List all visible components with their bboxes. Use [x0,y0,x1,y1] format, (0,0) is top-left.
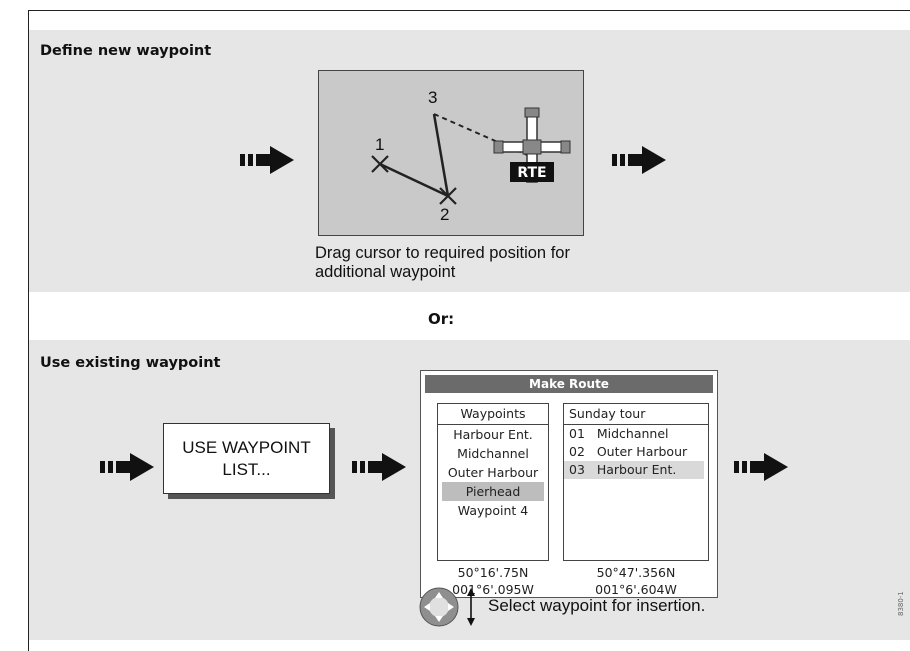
cursor-crosshair-icon: RTE [493,107,571,183]
existing-waypoint-title: Use existing waypoint [40,355,221,371]
waypoint-list-item[interactable]: Outer Harbour [447,465,539,480]
flow-arrow-icon [240,146,294,174]
route-name-header: Sunday tour [564,404,708,425]
waypoint-1-marker [371,155,389,173]
waypoints-list: Waypoints Harbour Ent. Midchannel Outer … [437,403,549,561]
caption-line-1: Drag cursor to required position for [315,244,570,262]
waypoint-list-item-selected[interactable]: Pierhead [442,482,544,501]
flow-arrow-icon [734,453,788,481]
or-separator-label: Or: [428,310,455,328]
select-waypoint-instruction: Select waypoint for insertion. [488,596,706,615]
waypoint-list-item[interactable]: Harbour Ent. [453,427,533,442]
use-waypoint-list-button[interactable]: USE WAYPOINT LIST... [163,423,330,494]
trackpad-icon [419,587,459,627]
caption-line-2: additional waypoint [315,263,456,281]
route-list: Sunday tour 01 Midchannel 02 Outer Harbo… [563,403,709,561]
waypoint-2-label: 2 [440,205,449,224]
waypoint-1-label: 1 [375,135,384,154]
define-waypoint-title: Define new waypoint [40,43,212,59]
waypoints-list-header: Waypoints [438,404,548,425]
cursor-rte-label: RTE [517,165,546,181]
route-position-readout: 50°47'.356N 001°6'.604W [563,564,709,598]
chart-route-drawing: 1 2 3 RTE [371,88,571,224]
trackpad-control [419,587,475,627]
waypoint-list-item[interactable]: Waypoint 4 [457,503,529,518]
route-list-item[interactable]: 02 Outer Harbour [569,444,688,459]
frame-top-border [28,10,910,11]
waypoint-2-marker [439,187,457,205]
waypoint-list-item[interactable]: Midchannel [457,446,529,461]
route-list-item[interactable]: 01 Midchannel [569,426,669,441]
waypoint-3-label: 3 [428,88,437,107]
figure-id: 8380-1 [897,591,905,616]
drag-cursor-caption: Drag cursor to required position for add… [315,244,645,282]
make-route-title: Make Route [425,375,713,393]
frame-left-border [28,10,29,651]
make-route-dialog: Make Route Waypoints Harbour Ent. Midcha… [420,370,718,598]
waypoint-latitude: 50°16'.75N [457,565,529,580]
route-list-item-selected[interactable]: 03 Harbour Ent. [564,461,704,479]
flow-arrow-icon [612,146,666,174]
up-down-arrow-icon [467,588,475,626]
route-leg-line [432,113,450,197]
route-latitude: 50°47'.356N [596,565,676,580]
flow-arrow-icon [100,453,154,481]
route-leg-line [379,162,449,198]
route-longitude: 001°6'.604W [595,582,677,597]
flow-arrow-icon [352,453,406,481]
